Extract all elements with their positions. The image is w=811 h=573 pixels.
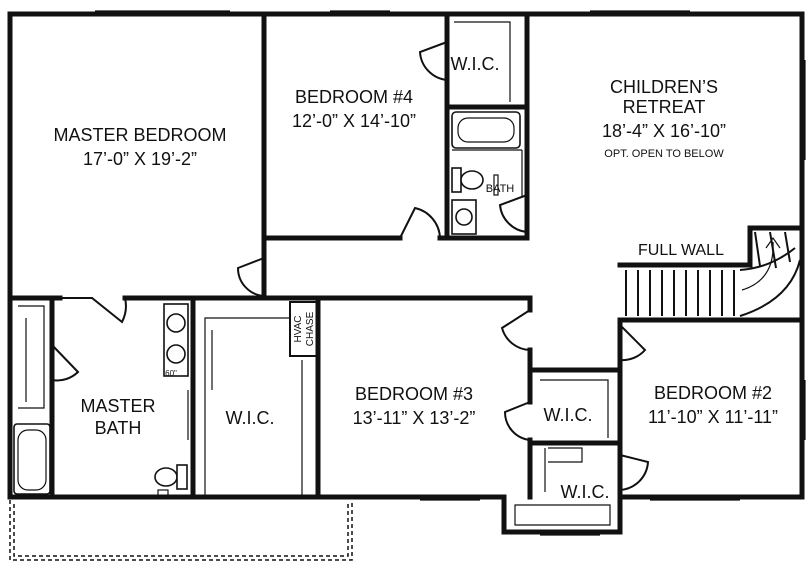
wic-mid-name: W.I.C. [544, 405, 593, 425]
bath-fixtures [13, 111, 523, 497]
wic-low-name: W.I.C. [561, 482, 610, 502]
porch-below-dashed [9, 500, 353, 561]
bedroom4-name: BEDROOM #4 [295, 87, 413, 107]
bath-name: BATH [486, 183, 515, 195]
bedroom3-name: BEDROOM #3 [355, 384, 473, 404]
hvac-label-2: CHASE [305, 311, 316, 346]
wic-master-name: W.I.C. [226, 408, 275, 428]
childrens-retreat-note: OPT. OPEN TO BELOW [604, 148, 724, 160]
wic-top-name: W.I.C. [451, 54, 500, 74]
bedroom3-dims: 13’-11” X 13’-2” [353, 408, 476, 428]
master-bath-name-2: BATH [95, 418, 142, 438]
master-bedroom-name: MASTER BEDROOM [53, 125, 226, 145]
bedroom4-dims: 12’-0” X 14’-10” [292, 111, 416, 131]
windows [95, 10, 806, 536]
childrens-retreat-name-2: RETREAT [623, 97, 706, 117]
master-bath-name-1: MASTER [80, 396, 155, 416]
closet-shelves [18, 21, 611, 526]
stairs [625, 231, 801, 317]
master-bedroom-dims: 17’-0” X 19’-2” [83, 149, 197, 169]
vanity-size: 60" [165, 369, 177, 378]
childrens-retreat-name-1: CHILDREN’S [610, 77, 718, 97]
bedroom2-name: BEDROOM #2 [654, 383, 772, 403]
door-swings [51, 41, 650, 491]
childrens-retreat-dims: 18’-4” X 16’-10” [602, 121, 726, 141]
full-wall-label: FULL WALL [638, 242, 724, 259]
exterior-walls [7, 11, 805, 535]
hvac-label-1: HVAC [293, 315, 304, 342]
bedroom2-dims: 11’-10” X 11’-11” [648, 407, 778, 427]
interior-walls [7, 11, 805, 500]
hvac-chase-box [289, 301, 319, 357]
room-labels: MASTER BEDROOM 17’-0” X 19’-2” BEDROOM #… [53, 54, 778, 502]
